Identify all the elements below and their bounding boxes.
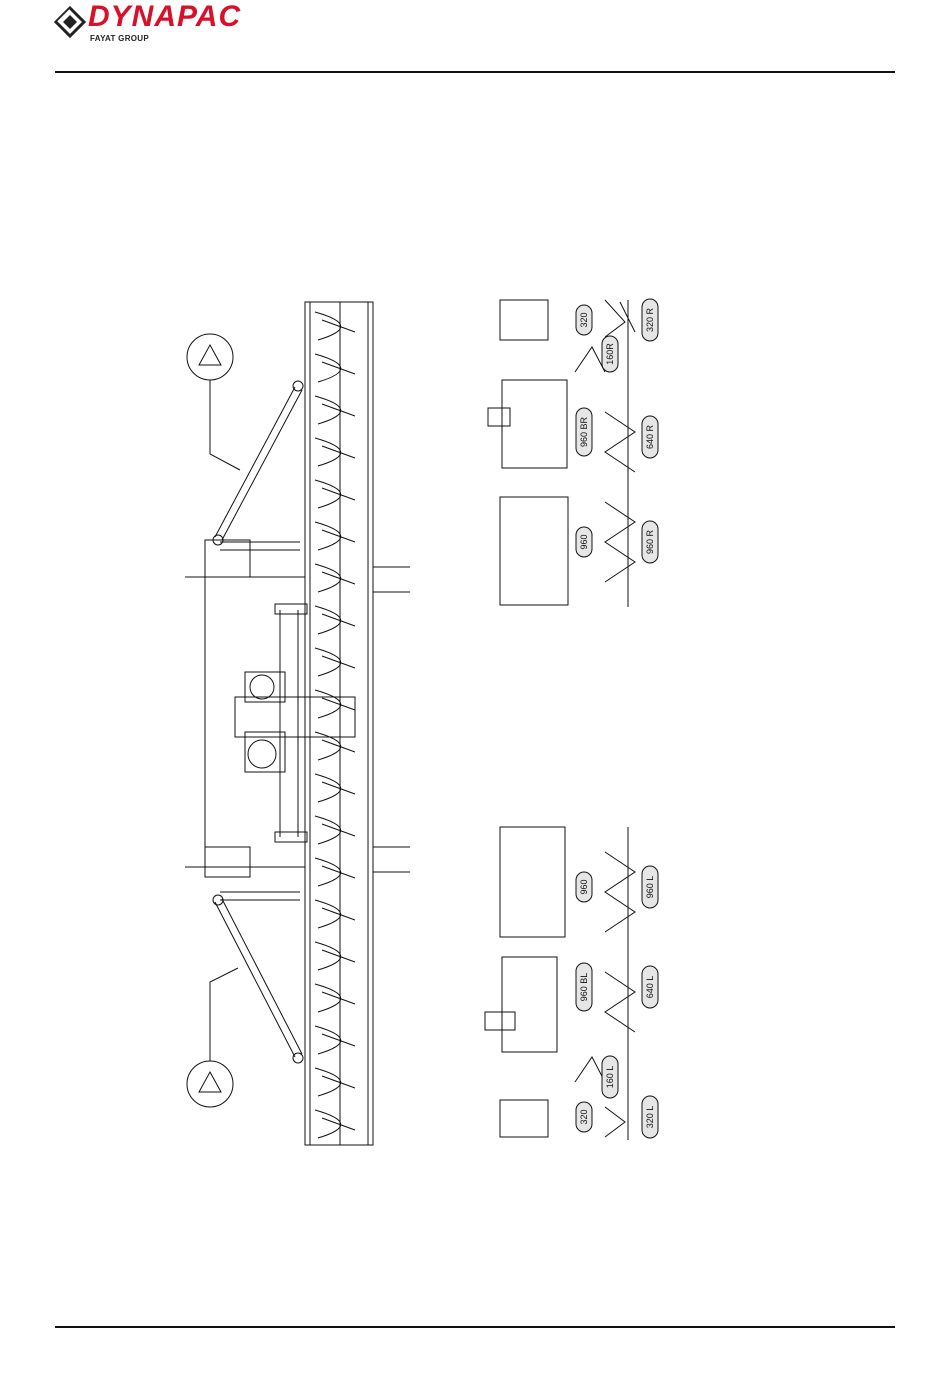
- flight-segment: [315, 480, 355, 508]
- part-label-text: 960 L: [645, 876, 655, 899]
- footer-rule: [55, 1326, 895, 1328]
- part-label-text: 320: [579, 1109, 589, 1124]
- part-label: 960 R: [642, 521, 658, 563]
- warning-circle-upper: [187, 334, 233, 380]
- part-960-lower-box: [500, 827, 565, 937]
- flight-segment: [315, 1026, 355, 1054]
- part-320-box: [500, 300, 548, 340]
- part-label: 960: [576, 872, 592, 902]
- page-header: DYNAPAC FAYAT GROUP: [0, 0, 950, 80]
- part-label: 960: [576, 527, 592, 557]
- part-label: 960 BR: [576, 408, 592, 456]
- part-label-text: 960 R: [645, 529, 655, 554]
- part-label-text: 960: [579, 879, 589, 894]
- part-960BL-box: [502, 957, 557, 1052]
- flight-segment: [315, 858, 355, 886]
- part-640L-spiral: [605, 972, 635, 1032]
- flight-segment: [315, 816, 355, 844]
- flight-segment: [315, 564, 355, 592]
- auger-frame: [305, 302, 373, 1145]
- part-label: 320 L: [642, 1096, 658, 1138]
- part-640R-spiral: [605, 412, 635, 472]
- part-label-text: 960: [579, 534, 589, 549]
- flight-segment: [315, 312, 355, 340]
- dynapac-logo-mark-icon: [54, 6, 86, 38]
- flight-segment: [315, 648, 355, 676]
- flight-segment: [315, 522, 355, 550]
- part-label-text: 640 L: [645, 976, 655, 999]
- flight-segment: [315, 732, 355, 760]
- flight-segment: [315, 774, 355, 802]
- flight-segment: [315, 606, 355, 634]
- flight-segment: [315, 900, 355, 928]
- part-160R-spiral: [575, 347, 605, 372]
- part-320L-spiral: [605, 1107, 625, 1137]
- part-label-text: 160R: [605, 343, 615, 365]
- brand-group: FAYAT GROUP: [90, 34, 149, 43]
- warning-triangle-icon: [199, 345, 221, 365]
- auger-assembly-diagram: 320 160R 320 R 960 BR 640 R 960 960 R 960 960 L 9…: [180, 292, 680, 1150]
- flight-segment: [315, 984, 355, 1012]
- part-960-box: [500, 497, 568, 605]
- header-rule: [55, 71, 895, 73]
- flight-segment: [315, 1110, 355, 1138]
- part-label: 640 L: [642, 966, 658, 1008]
- flight-segment: [315, 942, 355, 970]
- part-label-text: 160 L: [605, 1066, 615, 1089]
- part-960BR-box: [502, 380, 567, 468]
- part-960L-spiral: [605, 852, 635, 932]
- part-label: 160 L: [602, 1056, 618, 1098]
- part-label: 960 BL: [576, 963, 592, 1011]
- part-label-text: 960 BL: [579, 973, 589, 1002]
- part-label-text: 960 BR: [579, 416, 589, 447]
- part-label: 160R: [602, 336, 618, 372]
- part-320-lower-box: [500, 1100, 548, 1137]
- part-label-text: 640 R: [645, 424, 655, 449]
- warning-circle-lower: [187, 1061, 233, 1107]
- flight-segment: [315, 354, 355, 382]
- flight-segment: [315, 396, 355, 424]
- flight-segment: [315, 690, 355, 718]
- flight-segment: [315, 438, 355, 466]
- part-labels: 320 160R 320 R 960 BR 640 R 960 960 R 960 960 L 9…: [576, 299, 658, 1138]
- part-label-text: 320 L: [645, 1106, 655, 1129]
- flight-segment: [315, 1068, 355, 1096]
- part-320R-spiral: [605, 300, 635, 337]
- part-label: 320 R: [642, 299, 658, 341]
- part-960R-spiral: [605, 502, 635, 582]
- dynapac-logo: DYNAPAC FAYAT GROUP: [54, 6, 304, 46]
- auger-flights: [315, 312, 355, 1138]
- part-label-text: 320 R: [645, 307, 655, 332]
- part-label: 320: [576, 1102, 592, 1132]
- part-label: 960 L: [642, 866, 658, 908]
- part-160L-spiral: [575, 1057, 605, 1082]
- brand-name: DYNAPAC: [88, 0, 241, 34]
- part-label: 640 R: [642, 416, 658, 458]
- warning-triangle-icon: [199, 1072, 221, 1092]
- part-label-text: 320: [579, 312, 589, 327]
- part-label: 320: [576, 305, 592, 335]
